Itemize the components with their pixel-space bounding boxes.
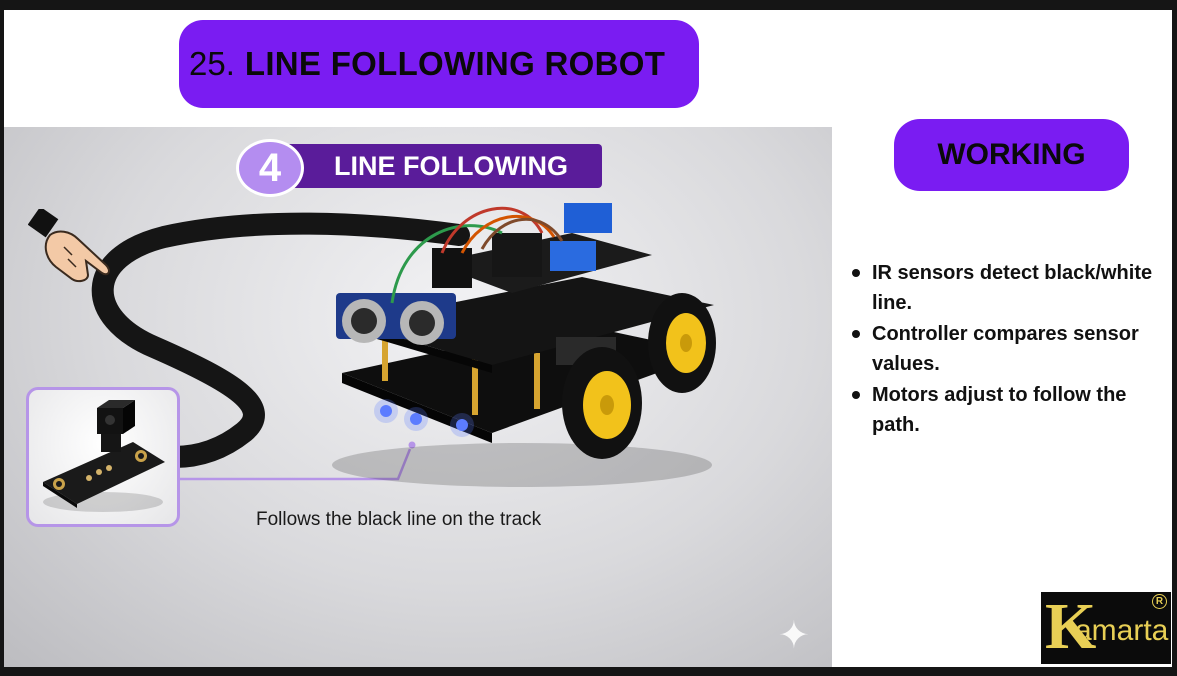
sparkle-icon: ✦ <box>778 615 810 657</box>
ir-sensor-module <box>43 400 165 512</box>
ir-sensor-inset <box>26 387 180 527</box>
pointing-hand-icon <box>28 209 110 283</box>
kamarta-logo: K amarta R <box>1041 592 1171 664</box>
robot-car <box>332 203 716 487</box>
logo-text: amarta <box>1075 614 1169 647</box>
list-item: IR sensors detect black/white line. <box>850 258 1172 318</box>
section-badge-number: 4 <box>236 139 304 197</box>
list-item: Controller compares sensor values. <box>850 319 1172 379</box>
list-item: Motors adjust to follow the path. <box>850 380 1172 440</box>
slide-title: 25. LINE FOLLOWING ROBOT <box>179 20 699 108</box>
slide: 25. LINE FOLLOWING ROBOT LINE FOLLOWING … <box>4 10 1172 667</box>
registered-mark-icon: R <box>1152 594 1167 609</box>
track-line <box>91 212 470 468</box>
section-badge-label: LINE FOLLOWING <box>266 144 602 188</box>
photo-caption: Follows the black line on the track <box>256 509 542 530</box>
section-badge: LINE FOLLOWING 4 <box>236 139 602 197</box>
robot-photo: LINE FOLLOWING 4 <box>4 127 832 667</box>
logo-initial: K <box>1045 590 1097 663</box>
working-list: IR sensors detect black/white line. Cont… <box>850 258 1172 441</box>
working-heading: WORKING <box>894 119 1129 191</box>
title-number: 25. <box>189 45 235 82</box>
callout-connector <box>180 441 416 481</box>
title-text: LINE FOLLOWING ROBOT <box>244 45 666 82</box>
